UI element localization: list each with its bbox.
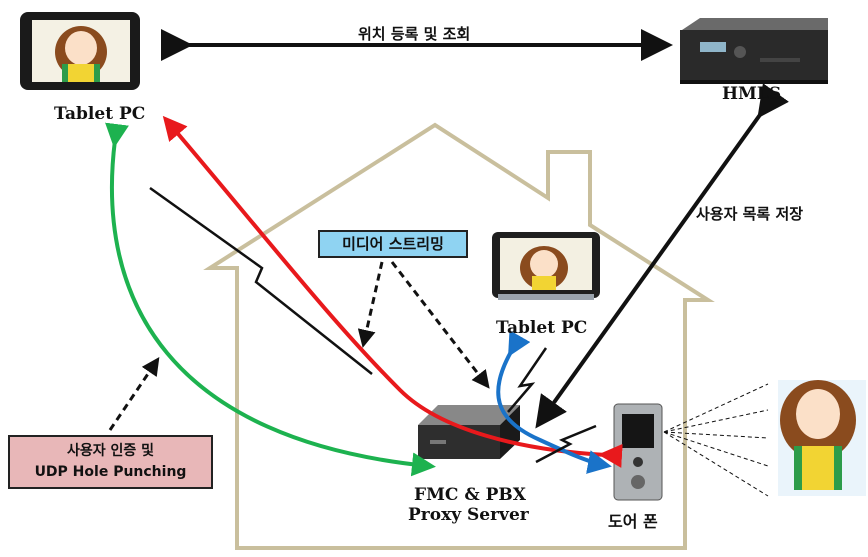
tablet-pc-inner-device <box>492 232 600 300</box>
auth-green-arrow <box>105 122 436 477</box>
media-streaming-label: 미디어 스트리밍 <box>342 235 444 253</box>
doorphone-device <box>613 403 663 501</box>
wireless-signal-icon <box>149 186 373 375</box>
tablet-pc-inner-label: Tablet PC <box>496 318 588 338</box>
server-label-line1: FMC & PBX <box>414 485 526 505</box>
wireless-signal-icon-small <box>507 347 597 464</box>
server-label-line2: Proxy Server <box>408 505 529 525</box>
location-register-label: 위치 등록 및 조회 <box>358 25 471 43</box>
media-streaming-box: 미디어 스트리밍 <box>318 230 468 258</box>
auth-pointer <box>108 357 160 431</box>
user-auth-box: 사용자 인증 및 UDP Hole Punching <box>8 435 213 489</box>
media-streaming-pointers <box>357 261 490 389</box>
hmls-label: HMLS <box>722 84 782 104</box>
auth-label-line1: 사용자 인증 및 <box>66 443 155 459</box>
doorphone-voice-lines <box>663 383 769 497</box>
hmls-server-device <box>680 18 828 84</box>
local-blue-arrows <box>496 330 612 474</box>
tablet-pc-top-label: Tablet PC <box>54 104 146 124</box>
auth-label-line2: UDP Hole Punching <box>34 464 187 480</box>
tablet-pc-top-device <box>20 12 140 90</box>
doorphone-label: 도어 폰 <box>608 512 658 531</box>
tablet-avatar-face <box>65 31 97 65</box>
visitor-person-image <box>778 380 866 496</box>
user-list-store-label: 사용자 목록 저장 <box>696 205 804 223</box>
